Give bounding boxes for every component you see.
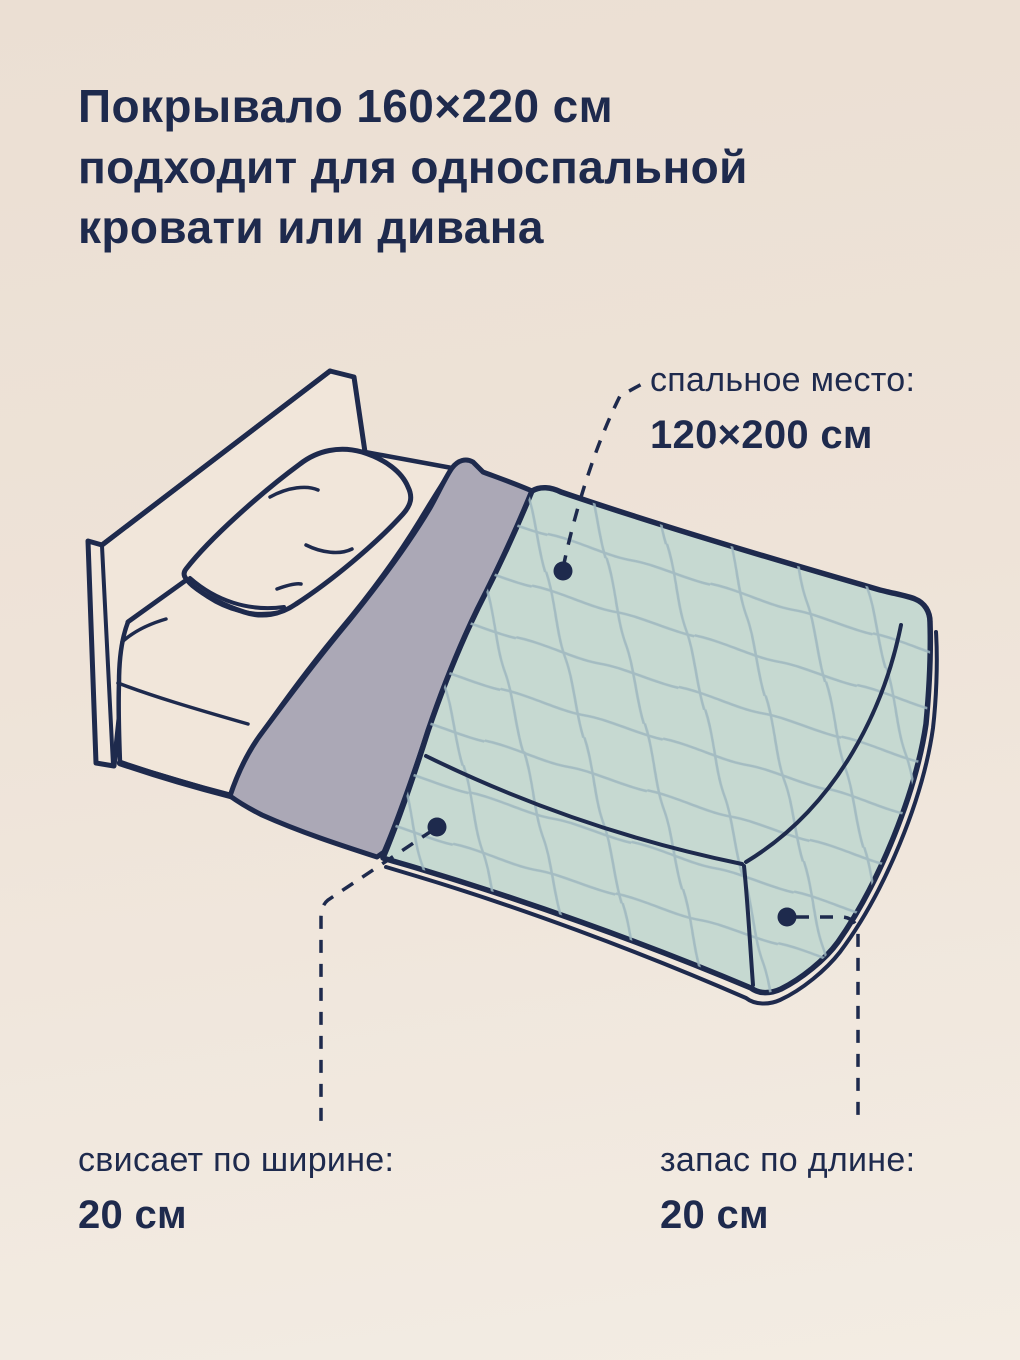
page-title: Покрывало 160×220 см подходит для односп… bbox=[78, 76, 898, 258]
callout-line-length-margin bbox=[796, 915, 860, 1122]
sleeping-area-value: 120×200 см bbox=[650, 412, 873, 457]
title-line-2: подходит для односпальной bbox=[78, 140, 748, 193]
callout-length-margin: запас по длине: 20 см bbox=[660, 1140, 915, 1239]
callout-dots bbox=[427, 561, 797, 927]
title-line-3: кровати или дивана bbox=[78, 201, 544, 254]
length-margin-label: запас по длине: bbox=[660, 1141, 916, 1179]
width-overhang-value: 20 см bbox=[78, 1192, 187, 1237]
callout-line-width-overhang bbox=[319, 828, 434, 1124]
dot-length-margin bbox=[777, 907, 797, 927]
dot-sleeping-area bbox=[553, 561, 573, 581]
sleeping-area-label: спальное место: bbox=[650, 361, 916, 399]
length-margin-value: 20 см bbox=[660, 1192, 769, 1237]
bedspread-edge-piping bbox=[384, 630, 939, 1006]
callout-width-overhang: свисает по ширине: 20 см bbox=[78, 1140, 394, 1239]
callout-line-sleeping-area bbox=[561, 382, 643, 569]
width-overhang-label: свисает по ширине: bbox=[78, 1141, 395, 1179]
callout-lines bbox=[319, 382, 860, 1124]
pillow bbox=[181, 446, 414, 618]
title-line-1: Покрывало 160×220 см bbox=[78, 80, 614, 132]
callout-sleeping-area: спальное место: 120×200 см bbox=[650, 360, 915, 459]
dot-width-overhang bbox=[427, 817, 447, 837]
